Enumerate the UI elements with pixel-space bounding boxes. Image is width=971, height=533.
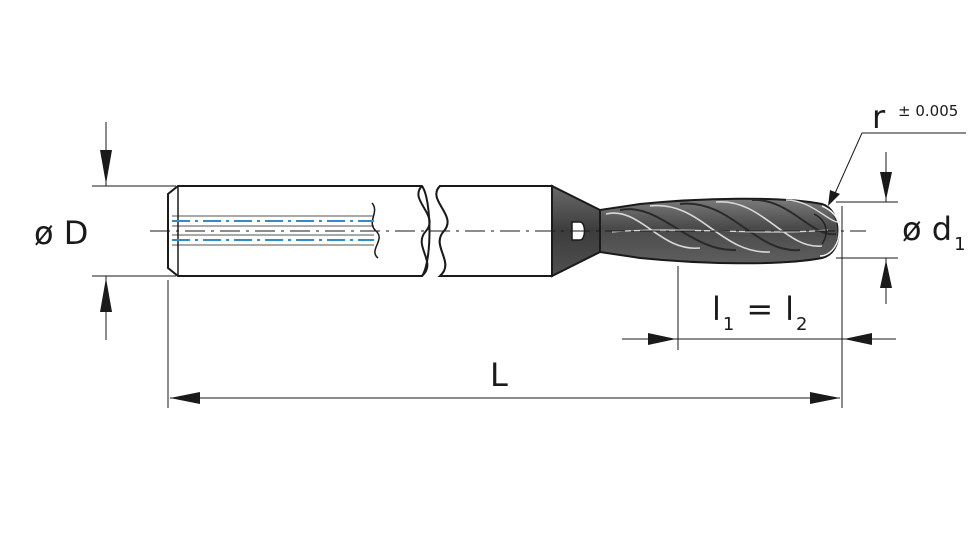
dimension-tip-diameter [836,152,898,304]
length-equals: = [746,290,773,328]
overall-length-label: L [490,356,508,394]
length-l1-subscript: 1 [723,314,734,335]
shank-diameter-label: ø D [34,214,88,252]
coolant-channels [172,215,374,246]
length-l2-symbol: l [785,290,794,328]
length-l1-symbol: l [712,290,721,328]
dimension-shank-diameter [92,122,176,340]
tip-diameter-subscript: 1 [954,234,965,255]
radius-symbol-label: r [872,98,886,136]
shank-right-section [435,185,553,277]
dimension-overall-length [167,206,843,408]
length-l2-subscript: 2 [796,314,807,335]
dimension-cutting-length [622,266,896,350]
radius-tolerance-label: ± 0.005 [898,102,958,120]
tip-diameter-symbol: ø d [902,210,952,248]
dimension-radius-leader [828,132,966,206]
